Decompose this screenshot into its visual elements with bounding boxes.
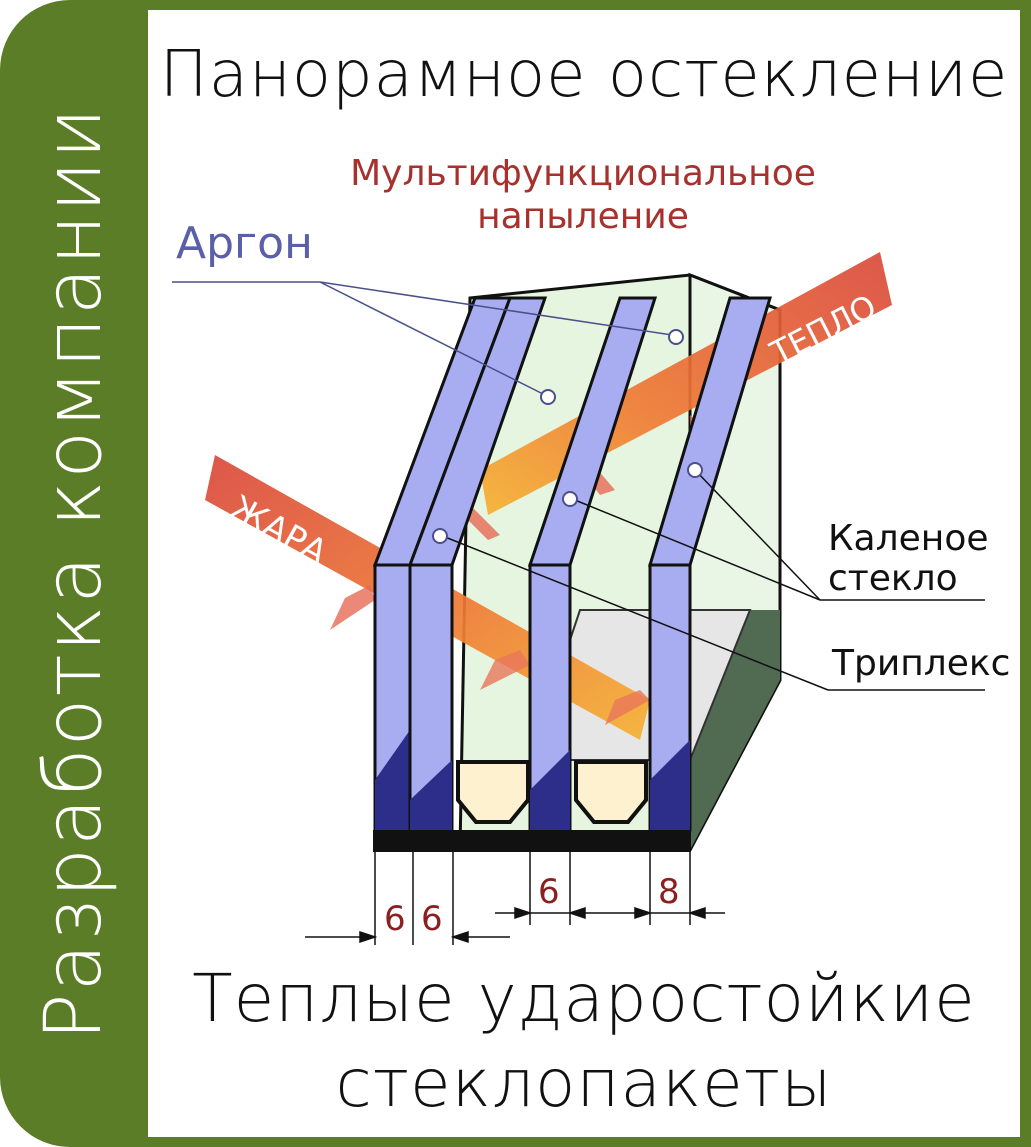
dimension-label: 6 <box>384 899 406 939</box>
leader-lines <box>172 281 673 396</box>
page-title: Панорамное остекление <box>159 38 1009 112</box>
tempered-label-line1: Каленое <box>828 518 989 559</box>
bottom-title-line2: стеклопакеты <box>335 1045 833 1122</box>
dimension-label: 8 <box>658 872 680 912</box>
coating-label-line2: напыление <box>477 196 689 237</box>
triplex-label: Триплекс <box>831 643 1010 684</box>
glass-pane-outer <box>372 296 548 832</box>
spacer-right <box>574 760 648 824</box>
base-bar <box>373 830 691 852</box>
leader-dots <box>432 329 703 544</box>
tempered-label-line2: стекло <box>828 558 958 599</box>
dimension-labels: 6 6 6 8 <box>384 872 680 939</box>
glass-pane-middle <box>527 296 658 832</box>
coating-label-line1: Мультифункциональное <box>350 153 816 194</box>
bottom-title-line1: Теплые ударостойкие <box>192 960 976 1037</box>
spacer-left <box>456 760 530 824</box>
dimension-label: 6 <box>421 899 443 939</box>
dimension-lines <box>305 852 725 945</box>
argon-label: Аргон <box>176 218 313 269</box>
leader-lines-right <box>439 469 985 691</box>
dimension-label: 6 <box>538 872 560 912</box>
